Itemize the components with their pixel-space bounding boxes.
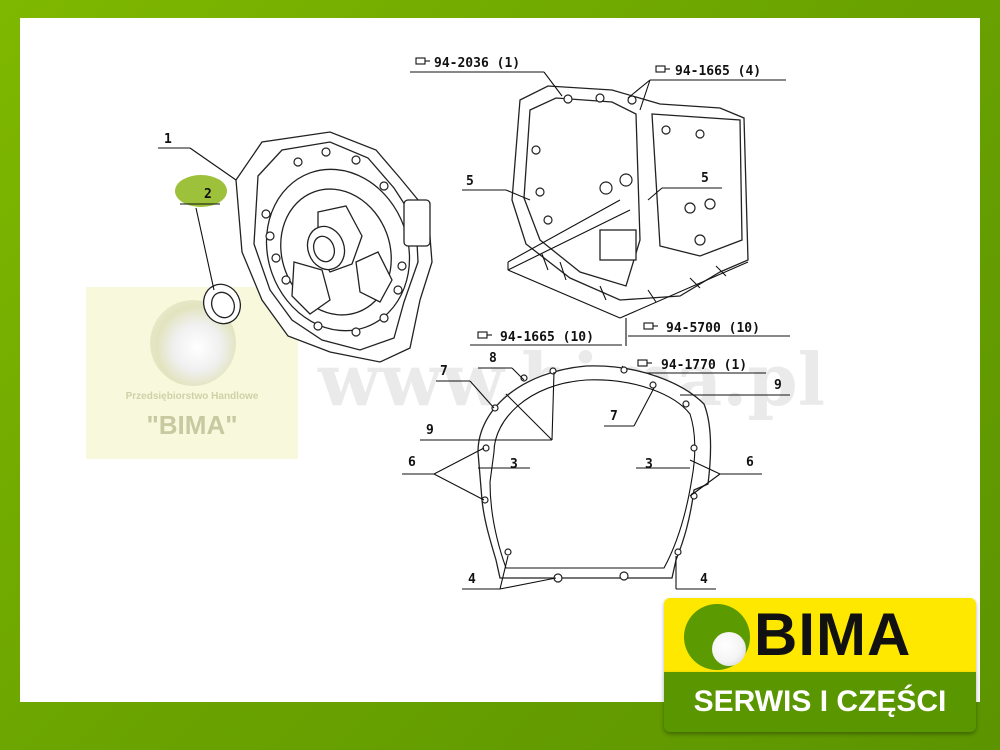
- callout-item6-right: 6: [746, 455, 754, 470]
- callout-item8: 8: [489, 351, 497, 366]
- bima-logo: BIMA SERWIS I CZĘŚCI: [664, 598, 976, 732]
- ref-94-5700-10: 94-5700 (10): [625, 318, 790, 346]
- logo-tagline: SERWIS I CZĘŚCI: [693, 685, 947, 718]
- gasket-drawing: [477, 365, 712, 583]
- housing-cover-drawing: [235, 131, 433, 363]
- logo-ball-highlight: [712, 632, 746, 666]
- callout-item7-left: 7: [440, 364, 448, 379]
- svg-text:94-1770 (1): 94-1770 (1): [661, 358, 747, 373]
- cover-bolt-holes: [261, 147, 407, 337]
- callout-item5-right: 5: [701, 171, 709, 186]
- callout-item1: 1: [164, 132, 172, 147]
- callout-item6-left: 6: [408, 455, 416, 470]
- ref-94-1665-4: 94-1665 (4): [627, 64, 786, 111]
- callout-item9-left: 9: [426, 423, 434, 438]
- svg-text:94-5700 (10): 94-5700 (10): [666, 321, 760, 336]
- ref-94-2036: 94-2036 (1): [410, 56, 563, 97]
- ref-94-1665-10: 94-1665 (10): [470, 330, 622, 346]
- logo-bottom-panel: [664, 672, 976, 732]
- svg-text:94-1665 (10): 94-1665 (10): [500, 330, 594, 345]
- callout-item4-right: 4: [700, 572, 708, 587]
- callout-item3-left: 3: [510, 457, 518, 472]
- oil-seal-drawing: [202, 283, 242, 325]
- callout-item5-left: 5: [466, 174, 474, 189]
- callout-highlight-item2: [175, 175, 227, 207]
- callout-item3-right: 3: [645, 457, 653, 472]
- watermark-company-name: "BIMA": [146, 410, 238, 440]
- ref-94-1770: 94-1770 (1): [621, 358, 766, 374]
- gearbox-housing-drawing: [507, 85, 749, 319]
- callout-item9-right: 9: [774, 378, 782, 393]
- svg-text:94-2036 (1): 94-2036 (1): [434, 56, 520, 71]
- callout-item2: 2: [204, 187, 212, 202]
- callout-item4-left: 4: [468, 572, 476, 587]
- logo-name: BIMA: [754, 601, 912, 668]
- callout-item7-right: 7: [610, 409, 618, 424]
- watermark-company-line: Przedsiębiorstwo Handlowe: [125, 391, 259, 402]
- svg-text:94-1665 (4): 94-1665 (4): [675, 64, 761, 79]
